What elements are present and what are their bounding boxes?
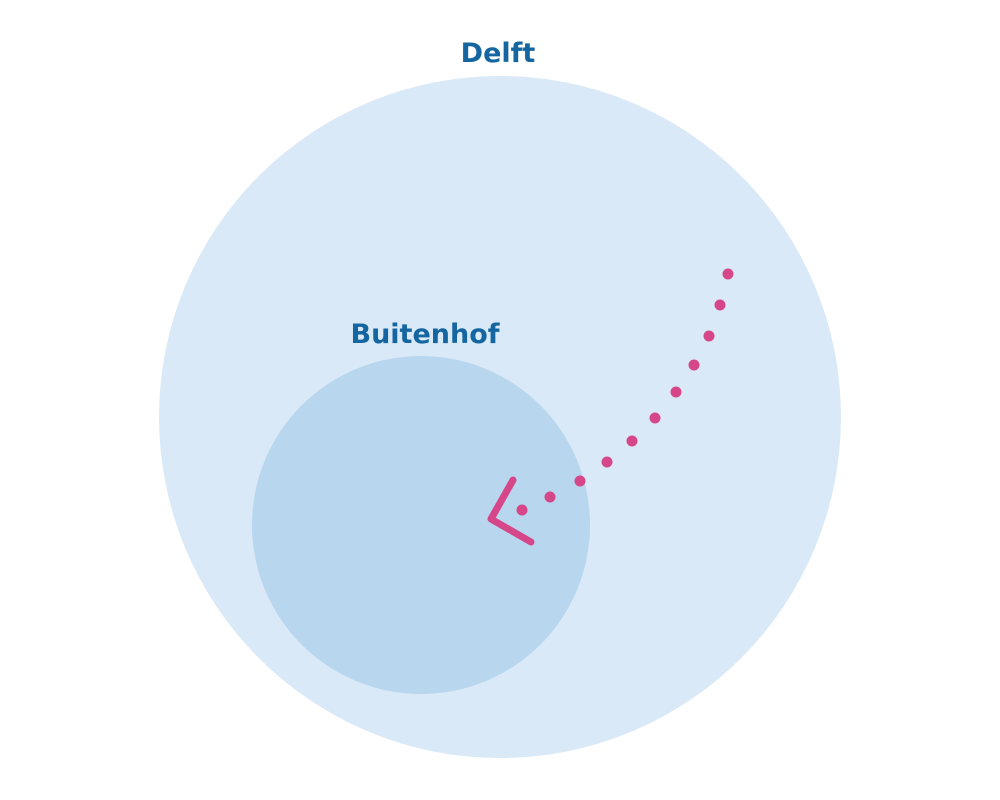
arrow-dot bbox=[649, 412, 661, 424]
arrow-dot bbox=[670, 386, 682, 398]
arrow-dot bbox=[544, 491, 556, 503]
dotted-arrow-path bbox=[516, 268, 734, 516]
buitenhof-circle bbox=[252, 356, 590, 694]
arrow-dot bbox=[601, 456, 613, 468]
arrow-dot bbox=[516, 504, 528, 516]
arrow-dot bbox=[626, 435, 638, 447]
arrow-dot bbox=[714, 299, 726, 311]
delft-label: Delft bbox=[461, 38, 536, 69]
arrow-dot bbox=[722, 268, 734, 280]
arrow-dot bbox=[574, 475, 586, 487]
arrow-dot bbox=[703, 330, 715, 342]
arrow-head bbox=[487, 476, 535, 546]
buitenhof-label: Buitenhof bbox=[350, 319, 499, 350]
arrow-dot bbox=[688, 359, 700, 371]
